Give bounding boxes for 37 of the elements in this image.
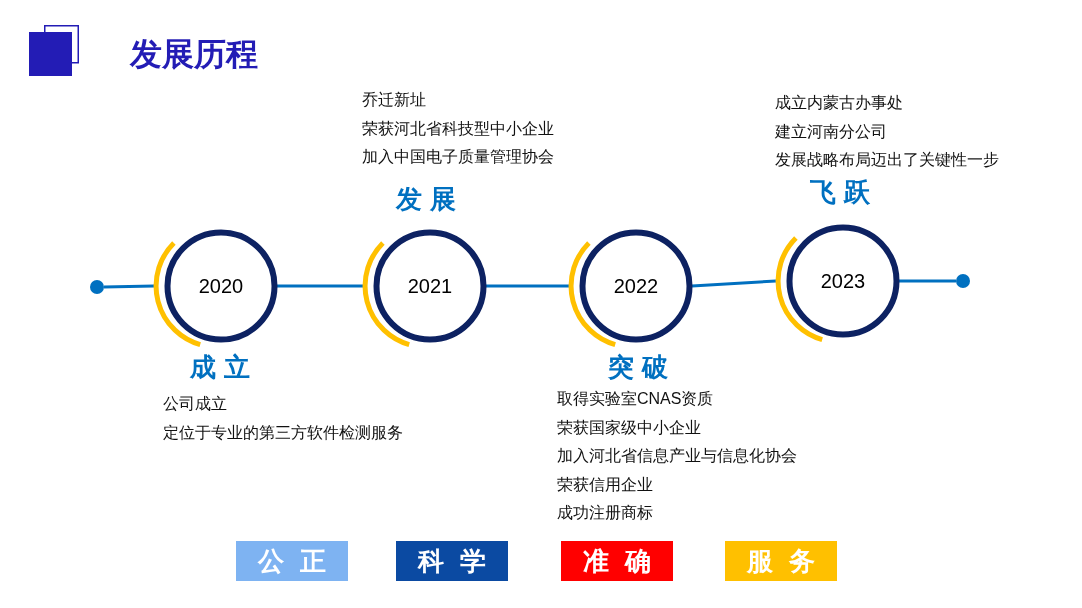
milestone-text: 取得实验室CNAS资质: [557, 389, 714, 409]
year-circle: [775, 224, 900, 343]
value-tag: 公正: [236, 541, 348, 581]
year-circle: [568, 229, 693, 348]
stage-heading: 发展: [396, 183, 464, 215]
milestone-text: 建立河南分公司: [775, 121, 887, 142]
milestone-text: 加入中国电子质量管理协会: [362, 147, 554, 167]
timeline-connector: [691, 279, 777, 288]
milestone-text: 发展战略布局迈出了关键性一步: [775, 150, 999, 170]
timeline-connector: [486, 284, 569, 288]
stage-heading: 突破: [608, 351, 676, 383]
stage-heading: 飞跃: [810, 176, 878, 208]
year-text: 2022: [613, 274, 659, 298]
year-text: 2023: [820, 269, 866, 293]
milestone-text: 乔迁新址: [362, 90, 426, 110]
year-circle: [362, 229, 487, 348]
page-title: 发展历程: [130, 35, 258, 74]
year-text: 2020: [198, 274, 244, 298]
year-text: 2021: [407, 274, 453, 298]
timeline-connector: [103, 284, 155, 289]
milestone-text: 荣获信用企业: [557, 474, 653, 495]
value-tag: 服务: [725, 541, 837, 581]
milestone-text: 成立内蒙古办事处: [775, 93, 903, 113]
timeline-dot: [90, 280, 104, 294]
stage-heading: 成立: [190, 351, 258, 383]
milestone-text: 定位于专业的第三方软件检测服务: [163, 422, 403, 443]
year-circle: [153, 229, 278, 348]
value-tag: 科学: [396, 541, 508, 581]
timeline-dot: [956, 274, 970, 288]
milestone-text: 加入河北省信息产业与信息化协会: [557, 446, 797, 466]
milestone-text: 荣获国家级中小企业: [557, 417, 701, 438]
milestone-text: 荣获河北省科技型中小企业: [362, 118, 554, 139]
value-tag: 准确: [561, 541, 673, 581]
milestone-text: 公司成立: [163, 394, 227, 414]
timeline-connector: [277, 284, 363, 288]
milestone-text: 成功注册商标: [557, 503, 653, 523]
timeline-connector: [899, 279, 956, 283]
